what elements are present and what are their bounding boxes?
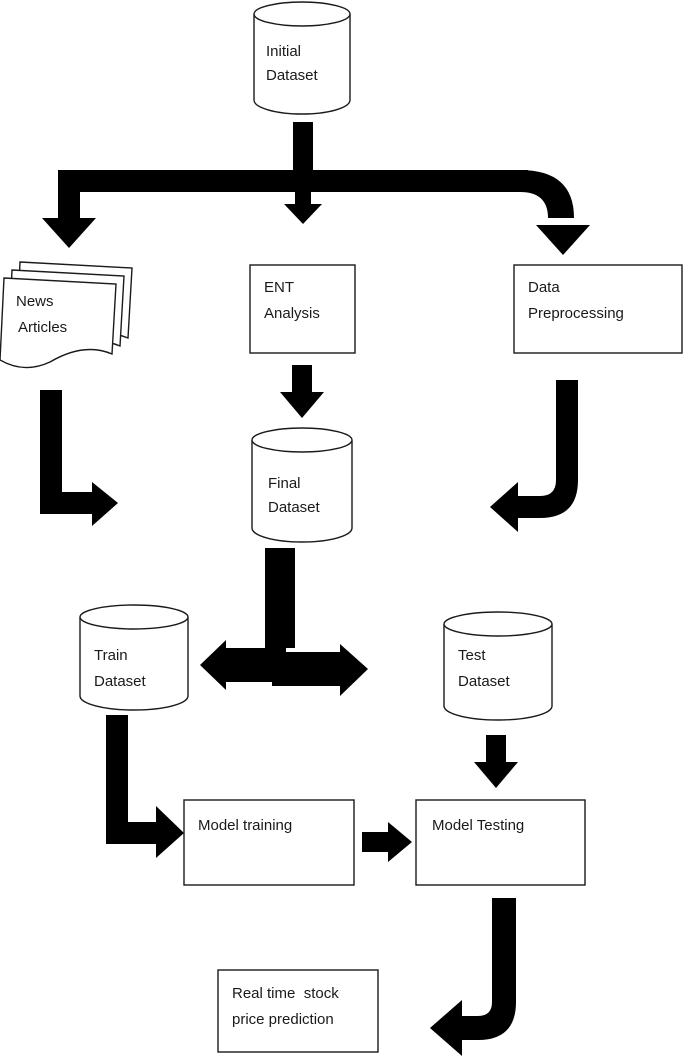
node-data-preprocessing: Data Preprocessing: [513, 264, 683, 354]
arrow-test-to-testing-stem: [486, 735, 506, 765]
model-training-label: Model training: [198, 817, 292, 834]
arrow-testing-to-prediction-head: [430, 1000, 462, 1056]
train-dataset-line2: Dataset: [94, 673, 147, 690]
node-ent-analysis: ENT Analysis: [249, 264, 356, 354]
ent-analysis-line2: Analysis: [264, 305, 320, 322]
node-news-articles: News Articles: [0, 261, 133, 369]
data-preprocessing-line1: Data: [528, 279, 560, 296]
node-train-dataset: Train Dataset: [79, 604, 189, 711]
arrow-training-to-testing-stem: [362, 832, 390, 852]
arrow-split-bar: [58, 170, 528, 192]
arrow-preproc-elbow: [515, 380, 578, 518]
node-model-training: Model training: [183, 799, 355, 886]
final-dataset-line1: Final: [268, 475, 301, 492]
node-test-dataset: Test Dataset: [443, 611, 553, 721]
arrow-test-to-testing-head: [474, 762, 518, 788]
arrow-to-ent-head: [284, 204, 322, 224]
arrow-to-preproc-curve: [520, 170, 574, 218]
arrow-final-split-right: [272, 652, 344, 686]
initial-dataset-line1: Initial: [266, 43, 301, 60]
news-articles-line1: News: [16, 293, 54, 310]
initial-dataset-line2: Dataset: [266, 67, 319, 84]
arrow-to-news-head: [42, 218, 96, 248]
arrows: [40, 122, 590, 1056]
ent-analysis-line1: ENT: [264, 279, 294, 296]
model-testing-label: Model Testing: [432, 817, 524, 834]
arrow-final-stem: [265, 548, 295, 648]
arrow-preproc-elbow-head: [490, 482, 518, 532]
arrow-news-elbow-h: [40, 492, 96, 514]
final-dataset-line2: Dataset: [268, 499, 321, 516]
train-dataset-line1: Train: [94, 647, 128, 664]
node-model-testing: Model Testing: [415, 799, 586, 886]
arrow-initial-stem: [293, 122, 313, 172]
node-final-dataset: Final Dataset: [251, 427, 353, 543]
arrow-train-elbow-head: [156, 806, 184, 858]
node-initial-dataset: Initial Dataset: [253, 1, 351, 115]
arrow-train-elbow-h: [106, 822, 160, 844]
arrow-news-elbow-head: [92, 482, 118, 526]
arrow-to-news-stem: [58, 180, 80, 220]
arrow-to-preproc-head: [536, 225, 590, 255]
test-dataset-line2: Dataset: [458, 673, 511, 690]
node-realtime-prediction: Real time stock price prediction: [217, 969, 379, 1053]
test-dataset-line1: Test: [458, 647, 486, 664]
arrow-training-to-testing-head: [388, 822, 412, 862]
arrow-final-split-left-head: [200, 640, 226, 690]
realtime-prediction-line1: Real time stock: [232, 985, 339, 1002]
arrow-news-elbow-v: [40, 390, 62, 502]
arrow-testing-to-prediction: [460, 898, 516, 1040]
news-articles-line2: Articles: [18, 319, 67, 336]
data-preprocessing-line2: Preprocessing: [528, 305, 624, 322]
arrow-ent-to-final-head: [280, 392, 324, 418]
realtime-prediction-line2: price prediction: [232, 1011, 334, 1028]
arrow-ent-to-final-stem: [292, 365, 312, 393]
arrow-final-split-right-head: [340, 644, 368, 696]
arrow-train-elbow-v: [106, 715, 128, 843]
